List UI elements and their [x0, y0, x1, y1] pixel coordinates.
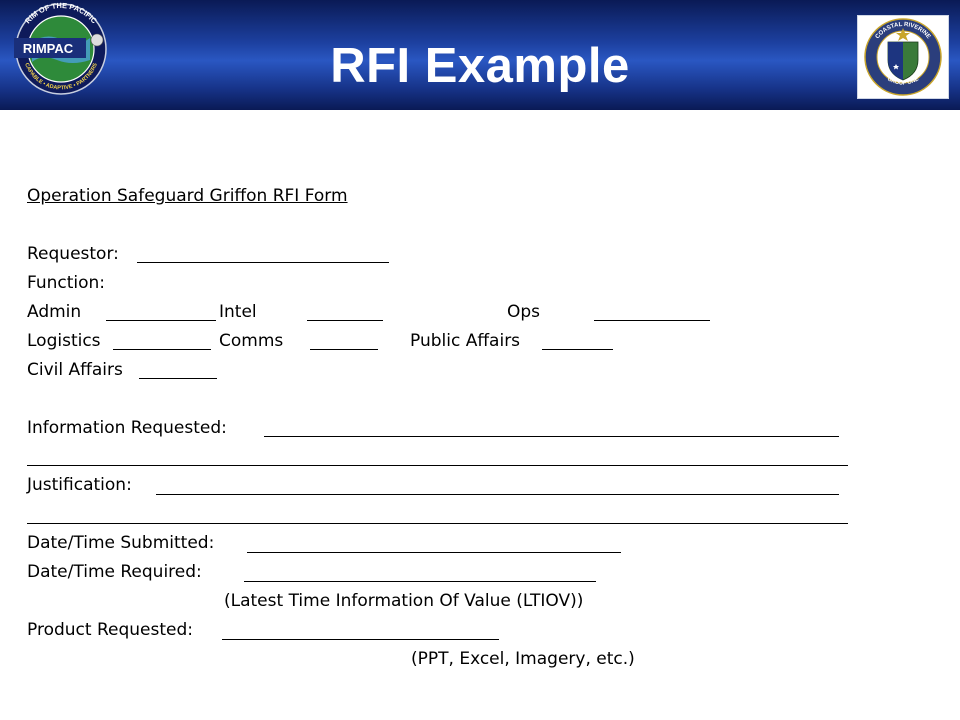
function-ops-field-line[interactable] [594, 320, 710, 321]
coastal-riverine-logo: COASTAL RIVERINE GROUP ONE [864, 18, 942, 96]
justification-label: Justification: [27, 475, 132, 495]
justification-field-line[interactable] [156, 494, 839, 495]
information-requested-field-line[interactable] [264, 436, 839, 437]
function-ops-label: Ops [507, 302, 541, 322]
product-requested-label: Product Requested: [27, 620, 193, 640]
form-title: Operation Safeguard Griffon RFI Form [27, 186, 348, 206]
datetime-required-label: Date/Time Required: [27, 562, 202, 582]
header-banner [0, 0, 960, 110]
function-public-affairs-field-line[interactable] [542, 349, 613, 350]
information-requested-label: Information Requested: [27, 418, 227, 438]
justification-field-line-2[interactable] [27, 523, 848, 524]
function-comms-label: Comms [219, 331, 284, 351]
information-requested-field-line-2[interactable] [27, 465, 848, 466]
page-title: RFI Example [330, 39, 630, 93]
function-admin-field-line[interactable] [106, 320, 216, 321]
function-admin-label: Admin [27, 302, 82, 322]
datetime-submitted-field-line[interactable] [247, 552, 621, 553]
function-logistics-field-line[interactable] [113, 349, 211, 350]
datetime-required-field-line[interactable] [244, 581, 596, 582]
function-civil-affairs-label: Civil Affairs [27, 360, 123, 380]
function-logistics-label: Logistics [27, 331, 101, 351]
requestor-label: Requestor: [27, 244, 119, 264]
function-public-affairs-label: Public Affairs [410, 331, 521, 351]
coastal-riverine-logo-bottom-text: GROUP ONE [886, 76, 920, 87]
requestor-field-line[interactable] [137, 262, 389, 263]
function-civil-affairs-field-line[interactable] [139, 378, 217, 379]
ltiov-note: (Latest Time Information Of Value (LTIOV… [224, 591, 584, 611]
product-requested-note: (PPT, Excel, Imagery, etc.) [411, 649, 635, 669]
function-intel-label: Intel [219, 302, 257, 322]
function-comms-field-line[interactable] [310, 349, 378, 350]
rimpac-logo: RIMPAC RIM OF THE PACIFIC CAPABLE • ADAP… [14, 2, 107, 95]
rimpac-logo-name: RIMPAC [23, 41, 74, 56]
function-intel-field-line[interactable] [307, 320, 383, 321]
coastal-riverine-logo-frame: COASTAL RIVERINE GROUP ONE [857, 15, 949, 99]
datetime-submitted-label: Date/Time Submitted: [27, 533, 215, 553]
product-requested-field-line[interactable] [222, 639, 499, 640]
svg-text:GROUP ONE: GROUP ONE [886, 76, 920, 87]
function-label: Function: [27, 273, 106, 293]
